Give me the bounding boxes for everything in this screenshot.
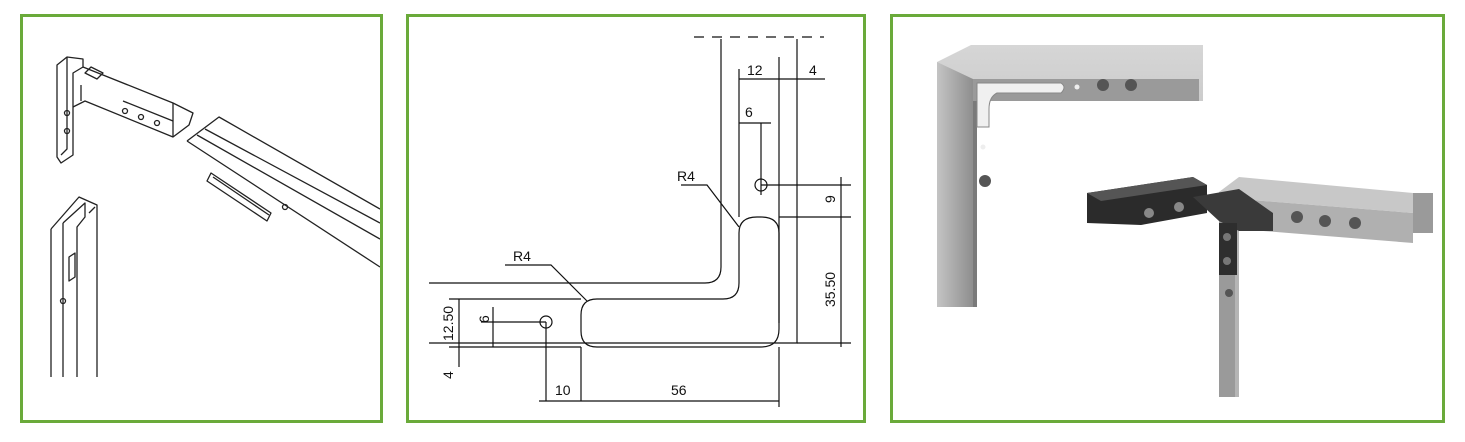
photo-render-panel xyxy=(890,14,1445,423)
dim-10: 10 xyxy=(555,382,571,398)
dim-6-left: 6 xyxy=(476,315,492,323)
dim-9: 9 xyxy=(822,195,838,203)
isometric-sketch-panel xyxy=(20,14,383,423)
dim-12-50: 12.50 xyxy=(440,306,456,341)
dimension-drawing: 12 4 6 R4 9 35.50 R4 6 12.50 4 10 56 xyxy=(429,36,851,407)
dim-12: 12 xyxy=(747,62,763,78)
radius-label-top: R4 xyxy=(677,168,695,184)
photo-render xyxy=(937,45,1433,397)
dim-6-top: 6 xyxy=(745,104,753,120)
dim-4-top: 4 xyxy=(809,62,817,78)
dim-56: 56 xyxy=(671,382,687,398)
dim-35-50: 35.50 xyxy=(822,272,838,307)
radius-label-bottom: R4 xyxy=(513,248,531,264)
dimension-drawing-panel: 12 4 6 R4 9 35.50 R4 6 12.50 4 10 56 xyxy=(406,14,866,423)
dim-4-left: 4 xyxy=(440,371,456,379)
isometric-sketch xyxy=(50,56,380,377)
